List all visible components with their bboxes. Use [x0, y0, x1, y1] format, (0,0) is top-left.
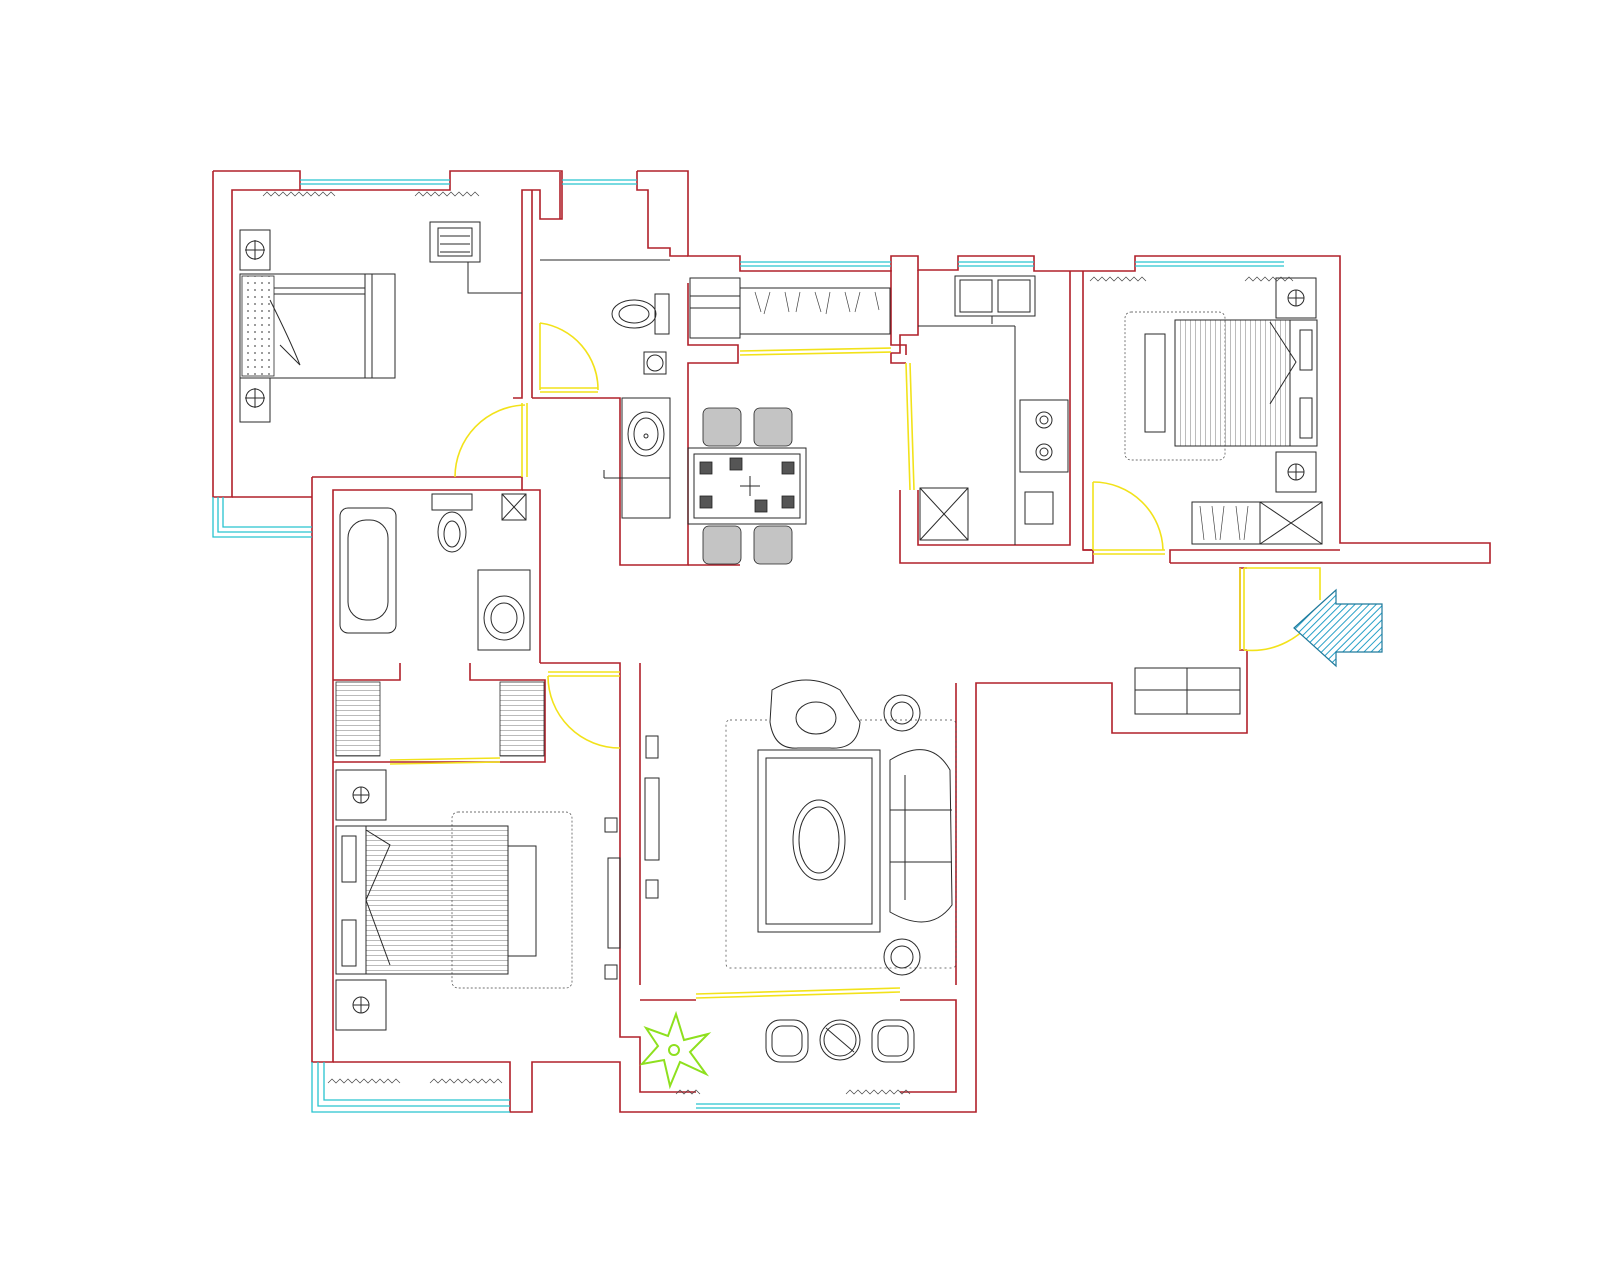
bed-icon — [239, 273, 396, 379]
window-top-middle — [562, 179, 637, 185]
window-left — [212, 497, 312, 538]
balcony-furniture — [639, 1010, 915, 1095]
armchair-icon — [765, 1019, 809, 1063]
round-table — [819, 1019, 861, 1061]
living-room-furniture — [644, 679, 957, 976]
rug-and-coffee-table — [757, 749, 881, 933]
toilet-icon — [431, 493, 473, 553]
dining-table-icon — [687, 407, 807, 565]
bathtub-icon — [339, 507, 397, 634]
curtain-top — [262, 191, 480, 197]
bedroom3-furniture — [327, 769, 621, 1084]
window-balcony — [696, 1103, 900, 1109]
bedroom2-furniture — [1089, 276, 1323, 545]
window-top-left — [300, 179, 450, 185]
armchair-icon — [769, 679, 861, 749]
bathroom-top-fixtures — [540, 259, 671, 519]
door-kitchen — [739, 347, 915, 491]
armchair-icon — [871, 1019, 915, 1063]
door-bath-lower — [547, 671, 621, 749]
bed-icon — [1144, 319, 1318, 447]
stove-icon — [1019, 399, 1069, 473]
door-balcony — [695, 987, 901, 999]
door-bedroom2 — [1092, 481, 1165, 555]
entry-arrow-icon — [1293, 588, 1383, 668]
window-bottom-left — [311, 1062, 510, 1113]
bedroom1-furniture — [239, 191, 522, 423]
wardrobe-icon — [689, 277, 891, 339]
bed-icon — [335, 825, 537, 975]
dining-chairs — [702, 407, 793, 565]
desk-chair — [429, 221, 522, 294]
tv-cabinet — [604, 817, 621, 980]
window-top-right — [958, 261, 1284, 267]
bathroom-lower-fixtures — [335, 493, 545, 757]
plant-icon — [639, 1010, 712, 1090]
toilet-icon — [611, 293, 670, 335]
fridge — [919, 487, 969, 541]
sink-icon — [621, 397, 671, 519]
sofa-icon — [889, 749, 953, 923]
entry-cabinet — [1134, 667, 1241, 715]
door-bath-closet — [389, 757, 501, 765]
door-bath-top — [539, 322, 599, 393]
kitchen-fixtures — [918, 275, 1069, 545]
windows — [212, 179, 1284, 1113]
side-tables — [883, 694, 921, 976]
wardrobe-icon — [1191, 501, 1323, 545]
sink-icon — [477, 569, 531, 651]
window-kitchen-top — [740, 261, 891, 267]
doors — [389, 322, 1321, 999]
door-bedroom1 — [454, 403, 528, 478]
